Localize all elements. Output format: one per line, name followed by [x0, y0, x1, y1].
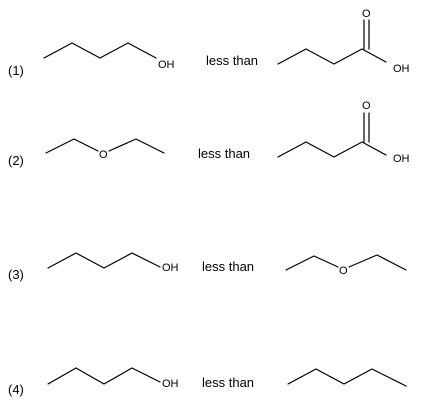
row-1-relation: less than [206, 53, 258, 68]
row-1: (1) OH less than O OH [8, 8, 410, 78]
row-3-right-bond-ethyl-b [348, 254, 407, 271]
row-3-relation: less than [202, 259, 254, 274]
row-1-right-o-label: O [362, 8, 371, 20]
row-3-left-oh-label: OH [162, 262, 179, 274]
row-2-right-molecule: O OH [277, 100, 410, 165]
row-4-relation: less than [202, 375, 254, 390]
row-2: (2) O less than O OH [8, 100, 410, 168]
row-1-right-molecule: O OH [277, 8, 410, 75]
row-3-right-bond-ethyl-a [285, 255, 339, 271]
row-3-number: (3) [8, 267, 24, 282]
row-3-right-molecule: O [285, 254, 407, 277]
row-2-left-bond-ethyl-a [45, 138, 99, 154]
row-3-right-o-label: O [339, 265, 348, 277]
row-4-right-molecule [287, 368, 407, 387]
row-4-left-molecule: OH [47, 367, 179, 390]
row-4-right-skeleton [287, 368, 407, 387]
row-2-right-o-label: O [362, 100, 371, 112]
row-2-left-o-label: O [99, 149, 108, 161]
row-3-left-skeleton [47, 252, 161, 269]
row-1-left-oh-label: OH [158, 59, 175, 71]
row-4-left-oh-label: OH [162, 378, 179, 390]
row-2-right-skeleton [277, 141, 387, 158]
row-2-right-oh-label: OH [393, 153, 410, 165]
row-2-left-bond-ethyl-b [108, 138, 165, 154]
row-2-relation: less than [198, 146, 250, 161]
row-1-left-molecule: OH [43, 42, 175, 71]
row-4: (4) OH less than [8, 367, 407, 397]
row-1-right-oh-label: OH [393, 63, 410, 75]
row-3-left-molecule: OH [47, 252, 179, 274]
row-1-right-skeleton [277, 48, 387, 65]
row-4-number: (4) [8, 382, 24, 397]
row-4-left-skeleton [47, 367, 161, 385]
row-1-left-skeleton [43, 42, 157, 59]
row-2-left-molecule: O [45, 138, 165, 161]
row-3: (3) OH less than O [8, 252, 407, 282]
row-1-number: (1) [8, 63, 24, 78]
row-2-number: (2) [8, 153, 24, 168]
